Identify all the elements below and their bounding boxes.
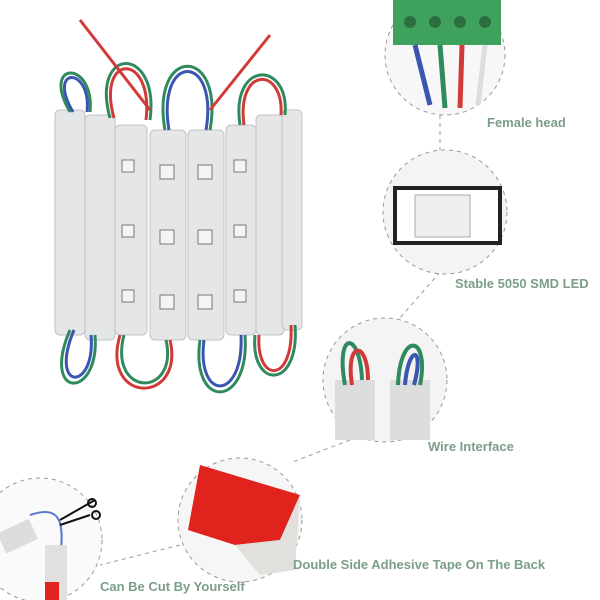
female-head-detail	[384, 0, 506, 116]
callout-wire-interface: Wire Interface	[428, 439, 514, 454]
cut-detail	[0, 477, 103, 600]
callout-adhesive-tape: Double Side Adhesive Tape On The Back	[293, 557, 546, 572]
adhesive-tape-detail	[177, 457, 303, 583]
callout-female-head: Female head	[487, 115, 566, 130]
scissors-icon	[59, 498, 101, 526]
callout-cut: Can Be Cut By Yourself	[100, 579, 245, 594]
wire-interface-detail	[322, 317, 448, 443]
callout-smd-led: Stable 5050 SMD LED	[455, 276, 589, 291]
led-module-stack	[54, 19, 303, 394]
callout-lines	[99, 115, 441, 566]
smd-led-detail	[382, 149, 508, 275]
